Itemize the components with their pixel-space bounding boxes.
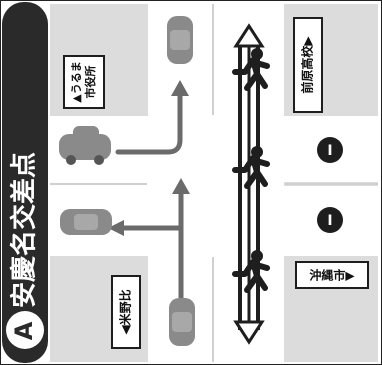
pedestrian-icon-bottom (232, 250, 270, 293)
traffic-arrows (115, 89, 184, 303)
sign-okinawa-text: 沖縄市▶ (309, 268, 355, 283)
car-icon-left-bottom (60, 209, 112, 235)
car-icon-left-top (59, 126, 111, 165)
arrowhead-up-2 (171, 80, 189, 96)
car-icon-bottom (169, 298, 195, 346)
car-icon-top (167, 16, 193, 64)
sign-okinawa-shi: 沖縄市▶ (295, 261, 369, 289)
arrowhead-up-1 (172, 178, 190, 194)
lane-lines (50, 4, 378, 362)
sign-maehara-koukou: 前原高校▶ (293, 17, 323, 113)
sign-uruma-shiyakusho: ▲うるま 市役所 (63, 55, 105, 109)
pedestrian-icon-middle (232, 146, 270, 189)
arrowhead-left (108, 220, 124, 236)
pedestrian-arrow-down (233, 320, 265, 345)
svg-text:I: I (327, 213, 332, 229)
route-badge-letter: A (10, 321, 38, 340)
sign-ahsahina-text: ◀米野比 (118, 289, 133, 334)
intersection-name: 安慶名交差点 (9, 152, 40, 308)
sign-uruma-line2: 市役所 (83, 66, 97, 99)
traffic-signal-lower: I (317, 207, 343, 233)
sign-uruma-line1: ▲うるま (70, 61, 83, 102)
traffic-signal-upper: I (317, 137, 343, 163)
sign-maehara-text: 前原高校▶ (300, 36, 315, 94)
traffic-arrowheads (108, 80, 190, 236)
svg-text:I: I (327, 143, 332, 159)
title-sidebar: 安慶名交差点 A (2, 2, 48, 363)
pedestrian-icon-top (232, 48, 270, 91)
arrow-turn-up (115, 89, 183, 155)
route-badge (6, 311, 44, 349)
pedestrian-arrow-up (233, 23, 265, 48)
sign-ahsahina: ◀米野比 (111, 275, 141, 349)
